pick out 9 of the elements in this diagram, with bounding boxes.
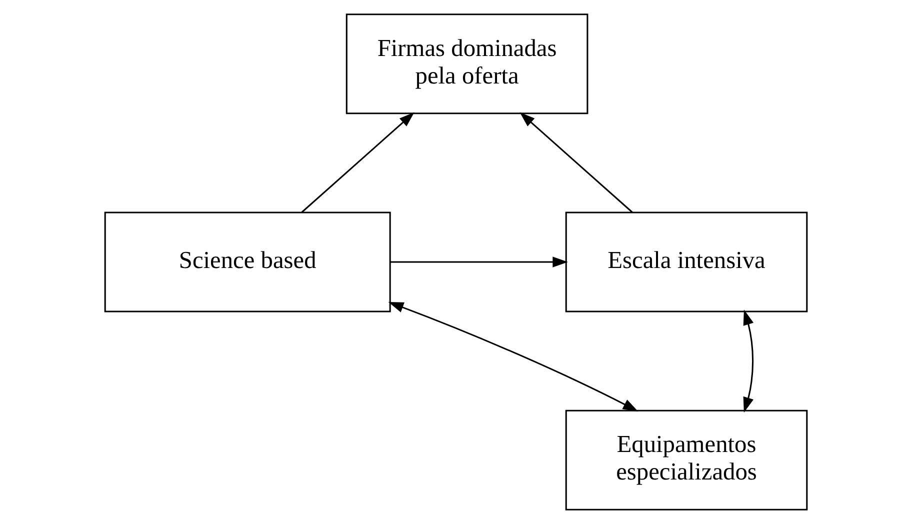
arrow (388, 302, 638, 412)
node-box: Firmas dominadas pela oferta (346, 14, 588, 114)
arrow (390, 256, 568, 268)
arrow (520, 112, 633, 213)
node-box: Escala intensiva (565, 212, 808, 312)
arrow (301, 112, 414, 213)
node-box: Equipamentos especializados (565, 410, 808, 510)
arrow (743, 310, 754, 413)
node-box: Science based (104, 212, 391, 312)
